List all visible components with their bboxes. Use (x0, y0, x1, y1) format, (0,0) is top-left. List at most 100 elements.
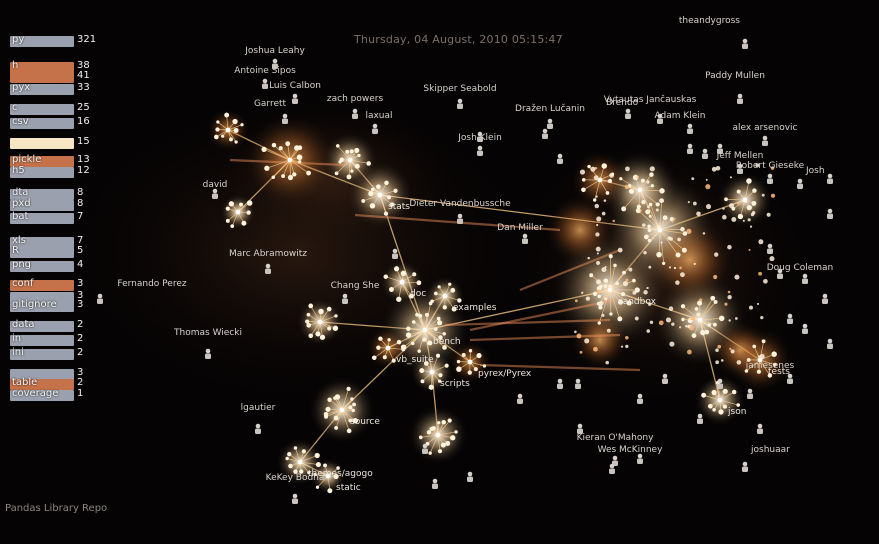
file-node (579, 169, 586, 175)
user-name-label: Doug Coleman (767, 263, 834, 273)
legend-color-bar (10, 301, 74, 312)
file-node (293, 446, 298, 450)
file-node (596, 223, 599, 227)
user-body (205, 353, 211, 359)
file-node (299, 469, 304, 474)
file-node (715, 166, 721, 171)
directory-label: pyrex/Pyrex (478, 369, 532, 379)
file-branch (273, 159, 291, 178)
file-branch (295, 447, 301, 463)
user-head (212, 188, 218, 194)
file-node (707, 403, 713, 409)
user-body (542, 133, 548, 139)
legend-count: 2 (77, 319, 84, 330)
user-avatar-icon (542, 128, 548, 139)
file-node (456, 359, 461, 364)
user-head (292, 93, 298, 99)
file-node (406, 326, 411, 331)
file-node (758, 239, 764, 245)
user-head (742, 461, 748, 467)
user-head (255, 423, 261, 429)
file-branch (325, 409, 343, 415)
user-body (577, 428, 583, 434)
file-node (594, 203, 599, 209)
directory-node (339, 407, 345, 413)
user-avatar-icon (372, 123, 378, 134)
file-node (643, 250, 647, 255)
file-node (649, 166, 655, 172)
file-node (281, 174, 286, 178)
file-node (350, 169, 354, 173)
file-branch (639, 189, 658, 205)
file-node (440, 442, 446, 448)
file-node (685, 325, 688, 328)
legend-row: 15 (10, 136, 102, 150)
user-body (767, 248, 773, 254)
activity-glow (570, 310, 630, 370)
legend-color-bar (10, 247, 74, 258)
file-branch (609, 289, 630, 304)
file-node (713, 274, 718, 280)
file-node (447, 418, 452, 423)
legend-extension: bat (12, 211, 29, 222)
file-branch (609, 272, 625, 291)
file-node (438, 335, 443, 340)
legend-count: 3 (77, 299, 84, 310)
file-branch (385, 276, 403, 283)
file-node (690, 316, 696, 321)
user-head (637, 453, 643, 459)
file-node (582, 178, 586, 182)
file-node (675, 280, 680, 285)
directory-label: stats (388, 202, 410, 212)
user-avatar-icon (802, 323, 808, 334)
file-branch (299, 461, 319, 465)
file-node (601, 163, 607, 169)
user-body (97, 298, 103, 304)
legend-count: 3 (77, 290, 84, 301)
legend-extension: png (12, 259, 32, 270)
directory-node (697, 317, 703, 323)
file-node (746, 204, 752, 211)
file-node (306, 312, 311, 317)
file-node (693, 262, 696, 266)
file-branch (273, 144, 291, 161)
user-body (777, 273, 783, 279)
file-node (350, 397, 354, 401)
file-node (233, 127, 239, 133)
user-body (697, 418, 703, 424)
file-branch (609, 289, 612, 315)
file-node (595, 260, 601, 265)
file-node (687, 200, 690, 204)
file-node (292, 172, 297, 177)
file-node (617, 247, 623, 253)
user-head (612, 455, 618, 461)
legend-color-bar (10, 349, 74, 360)
file-node (749, 225, 753, 228)
user-avatar-icon (757, 423, 763, 434)
file-node (378, 336, 383, 341)
legend-color-bar (10, 369, 74, 380)
file-node (717, 344, 722, 349)
file-node (333, 415, 339, 421)
file-node (747, 218, 751, 222)
file-node (595, 279, 602, 285)
file-node (456, 366, 462, 372)
file-node (758, 271, 762, 276)
user-name-label: Wes McKinney (598, 445, 664, 455)
file-node (383, 211, 389, 216)
file-node (615, 281, 619, 286)
legend-extension: c (12, 102, 18, 113)
file-node (718, 409, 724, 415)
file-node (391, 358, 396, 363)
file-node (619, 177, 623, 181)
file-branch (379, 194, 393, 205)
user-name-label: joshuaar (750, 445, 790, 455)
user-avatar-icon (657, 113, 663, 124)
legend-count: 1 (77, 388, 84, 399)
user-name-label: Kieran O'Mahony (577, 433, 654, 443)
file-node (643, 234, 649, 240)
file-node (760, 315, 764, 320)
file-branch (469, 361, 485, 367)
